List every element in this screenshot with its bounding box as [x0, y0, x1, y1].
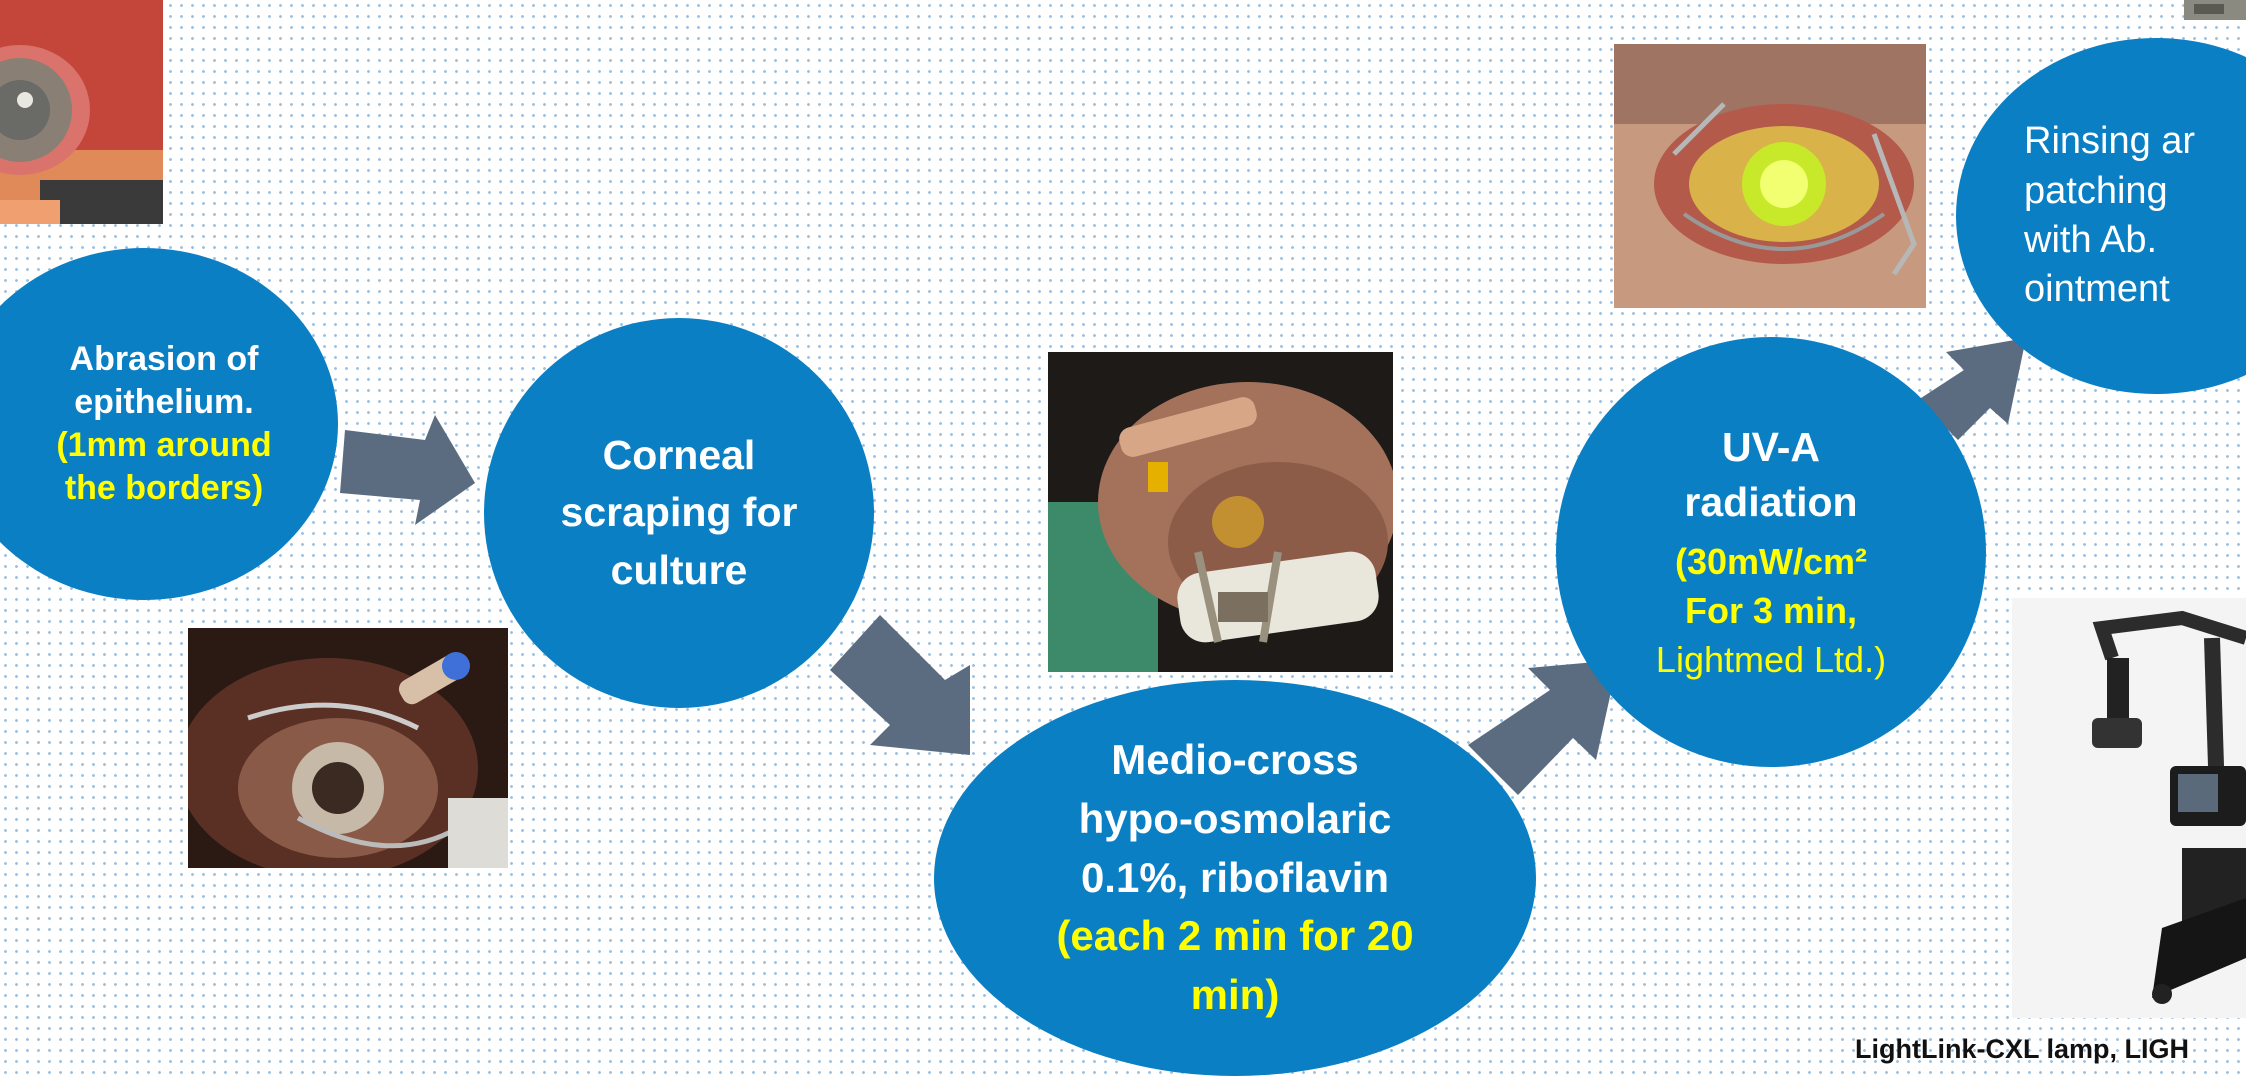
uva-line4: For 3 min, [1685, 587, 1857, 636]
uva-line3: (30mW/cm² [1675, 538, 1867, 587]
arrow-scraping-to-riboflavin [830, 615, 975, 755]
arrow-abrasion-to-scraping [340, 415, 475, 525]
rinsing-line3: with Ab. [2024, 216, 2157, 265]
abrasion-line1: Abrasion of [70, 338, 259, 381]
cxl-lamp-device-photo [2012, 598, 2246, 1018]
riboflavin-line3: 0.1%, riboflavin [1081, 849, 1389, 908]
step-uva-circle: UV-A radiation (30mW/cm² For 3 min, Ligh… [1556, 337, 1986, 767]
riboflavin-line4: (each 2 min for 20 [1056, 907, 1413, 966]
abrasion-line3: (1mm around [56, 424, 271, 467]
abrasion-line2: epithelium. [74, 381, 253, 424]
eye-scraping-photo [188, 628, 508, 868]
uva-line2: radiation [1684, 475, 1857, 530]
riboflavin-line5: min) [1191, 966, 1280, 1025]
top-right-photo-fragment [2184, 0, 2246, 20]
riboflavin-drop-photo [1048, 352, 1393, 672]
abrasion-line4: the borders) [65, 467, 263, 510]
uva-line5: Lightmed Ltd.) [1656, 636, 1886, 685]
device-caption: LightLink-CXL lamp, LIGH [1855, 1034, 2189, 1065]
scraping-line2: scraping for [561, 484, 798, 541]
rinsing-line4: ointment [2024, 265, 2170, 314]
eye-photo-top-left [0, 0, 163, 224]
step-scraping-circle: Corneal scraping for culture [484, 318, 874, 708]
uv-irradiation-photo [1614, 44, 1926, 308]
step-abrasion-circle: Abrasion of epithelium. (1mm around the … [0, 248, 338, 600]
rinsing-line1: Rinsing ar [2024, 117, 2195, 166]
uva-line1: UV-A [1722, 420, 1820, 475]
rinsing-line2: patching [2024, 167, 2168, 216]
step-riboflavin-circle: Medio-cross hypo-osmolaric 0.1%, ribofla… [934, 680, 1536, 1076]
scraping-line1: Corneal [603, 427, 756, 484]
scraping-line3: culture [611, 542, 748, 599]
riboflavin-line1: Medio-cross [1111, 731, 1358, 790]
riboflavin-line2: hypo-osmolaric [1079, 790, 1392, 849]
